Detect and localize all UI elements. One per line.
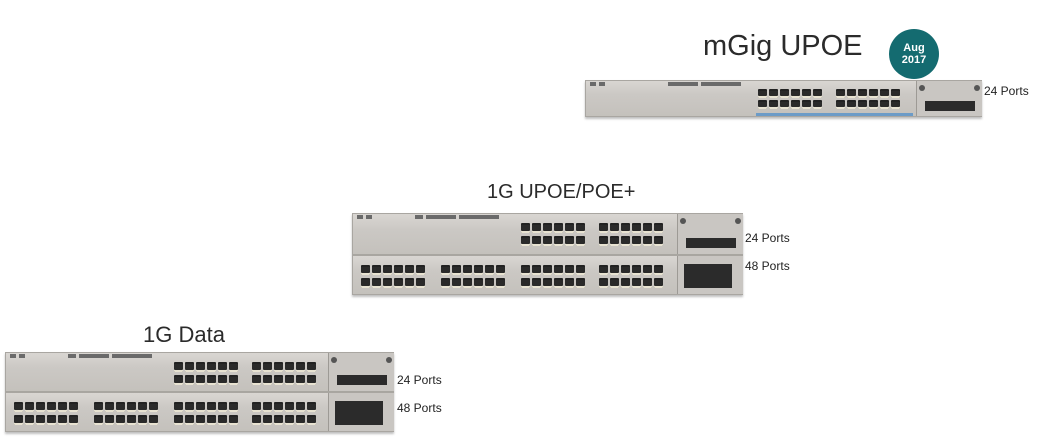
port-count-label: 48 Ports [397,401,442,415]
port-block [599,223,663,246]
badge-year: 2017 [901,54,927,66]
port-count-label: 24 Ports [397,373,442,387]
uplink-module [328,353,394,391]
switch-status-strip [586,81,756,88]
port-block [521,265,585,288]
port-block [521,223,585,246]
uplink-module [328,393,394,431]
port-block [599,265,663,288]
port-block [174,402,238,425]
badge-month: Aug [903,42,925,54]
port-block [174,362,238,385]
port-count-label: 24 Ports [745,231,790,245]
switch-upoe-24 [352,213,743,255]
port-block [252,362,316,385]
port-block [441,265,505,288]
group-title-1g-upoe-poe: 1G UPOE/POE+ [487,181,636,203]
switch-data-24 [5,352,394,392]
group-title-1g-data: 1G Data [143,322,225,347]
switch-mgig-24 [585,80,982,117]
port-block [361,265,425,288]
switch-data-48 [5,392,394,432]
port-block [758,89,822,109]
switch-upoe-48 [352,255,743,295]
uplink-module [677,256,743,294]
port-count-label: 48 Ports [745,259,790,273]
switch-status-strip [353,214,523,221]
release-date-badge: Aug 2017 [889,29,939,79]
uplink-module [677,214,743,254]
port-block [14,402,78,425]
port-block [836,89,900,109]
port-count-label: 24 Ports [984,84,1029,98]
group-title-mgig-upoe: mGig UPOE [703,30,863,62]
uplink-module [916,81,982,116]
upoe-stripe [756,113,913,116]
port-block [94,402,158,425]
switch-status-strip [6,353,171,360]
port-block [252,402,316,425]
